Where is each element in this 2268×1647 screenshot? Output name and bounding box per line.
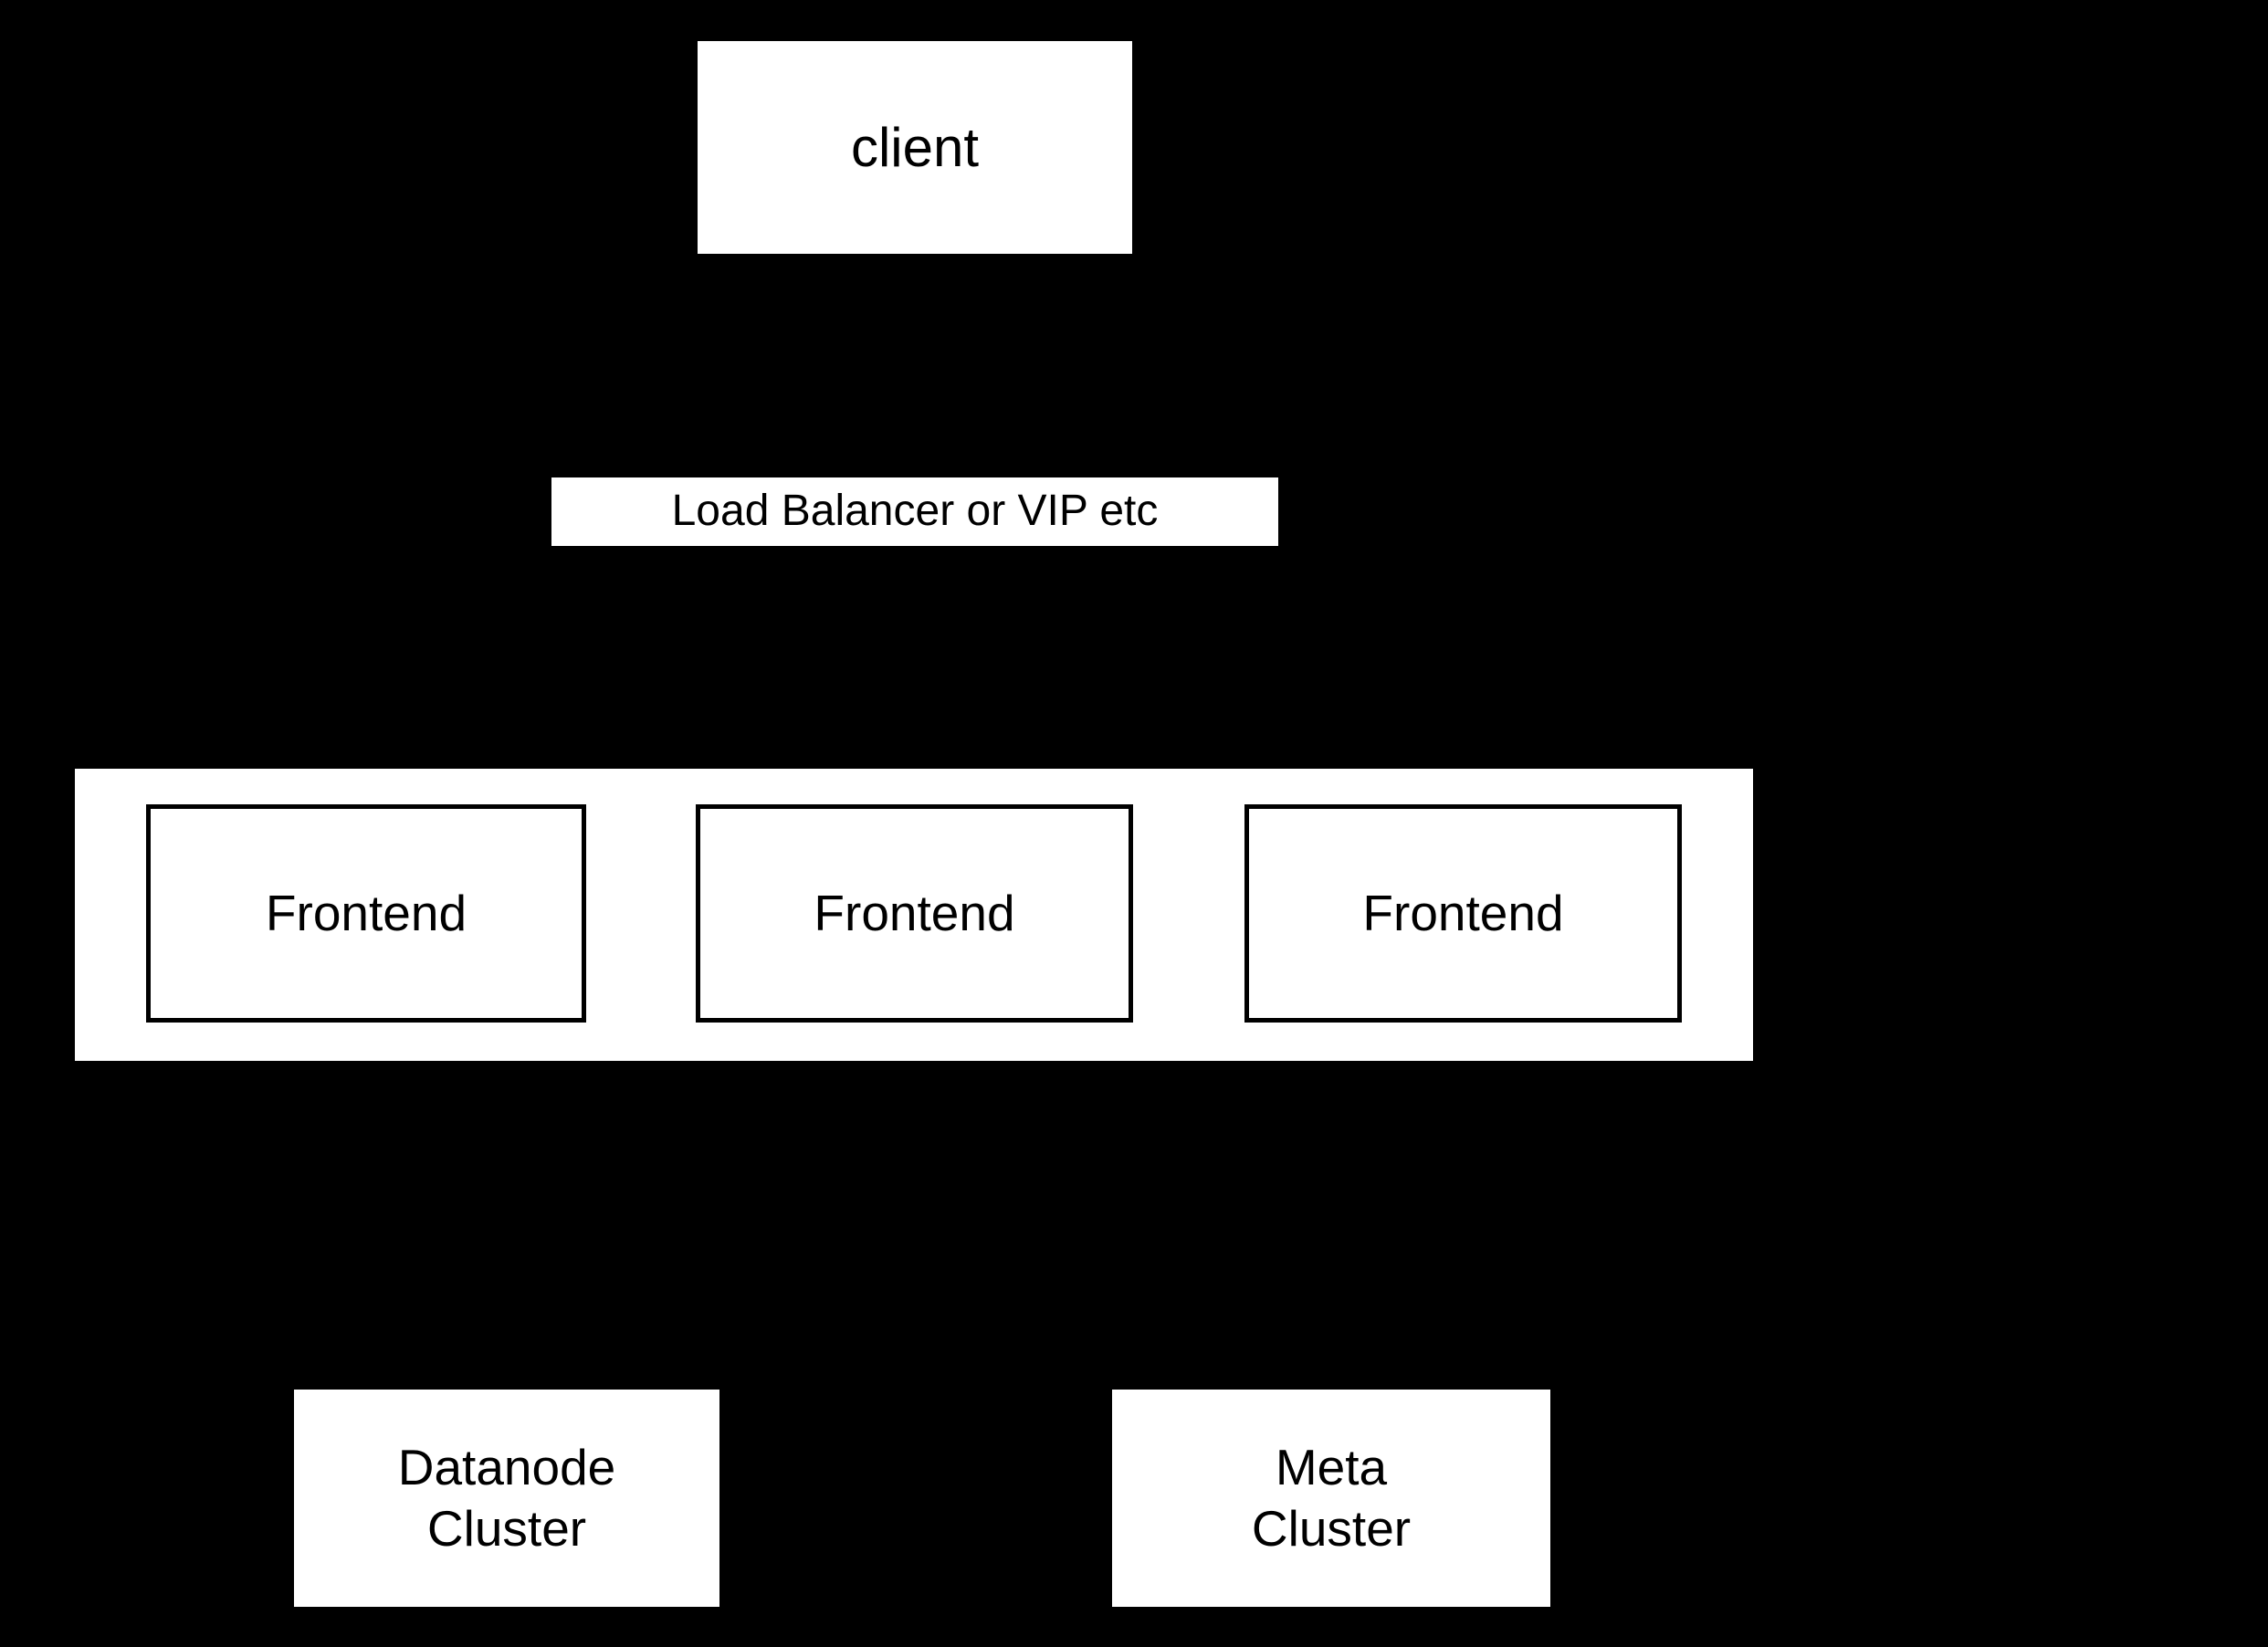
node-frontend-1-label: Frontend (265, 884, 467, 941)
node-load-balancer[interactable]: Load Balancer or VIP etc (551, 477, 1278, 546)
node-datanode-cluster-label: Datanode Cluster (397, 1438, 616, 1557)
node-frontend-1[interactable]: Frontend (146, 804, 586, 1023)
node-meta-cluster[interactable]: Meta Cluster (1112, 1390, 1550, 1607)
node-client-label: client (850, 116, 980, 178)
node-frontend-3[interactable]: Frontend (1244, 804, 1682, 1023)
node-frontend-3-label: Frontend (1362, 884, 1564, 941)
node-datanode-cluster[interactable]: Datanode Cluster (294, 1390, 719, 1607)
node-load-balancer-label: Load Balancer or VIP etc (671, 487, 1159, 536)
node-frontend-2[interactable]: Frontend (696, 804, 1133, 1023)
node-frontend-2-label: Frontend (814, 884, 1015, 941)
node-client[interactable]: client (698, 41, 1132, 254)
node-meta-cluster-label: Meta Cluster (1251, 1438, 1412, 1557)
